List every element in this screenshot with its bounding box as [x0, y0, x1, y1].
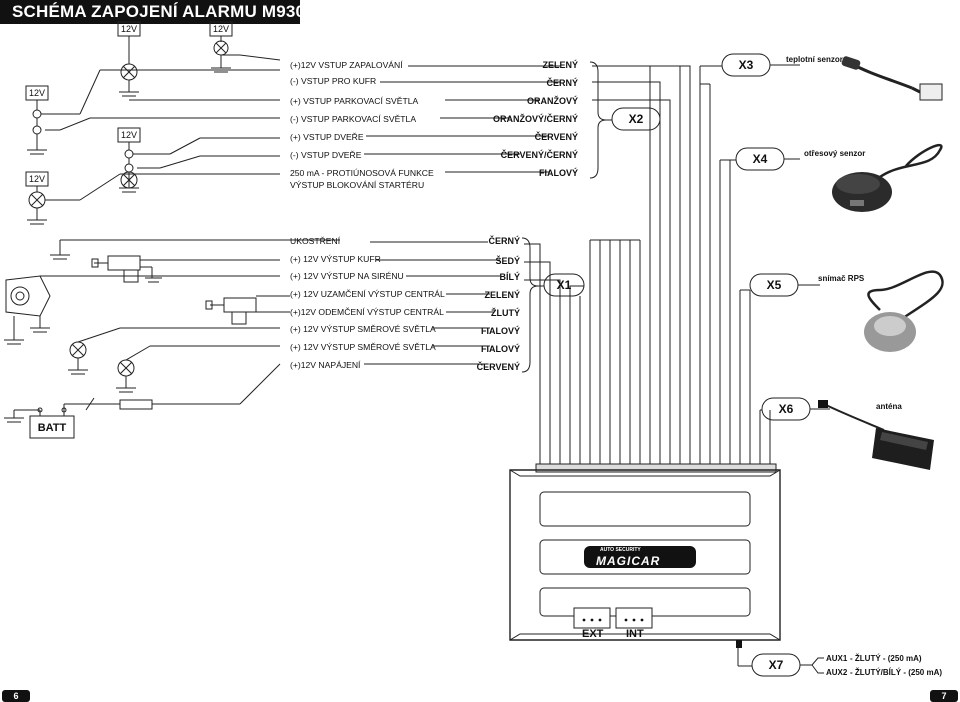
page-number-right: 7	[930, 690, 958, 702]
bottom-harness	[524, 239, 641, 466]
int-port-label: INT	[626, 628, 644, 640]
shock-sensor-label: otřesový senzor	[804, 149, 866, 158]
aux2-desc: - ŽLUTÝ/BÍLÝ - (250 mA)	[850, 668, 943, 677]
voltage-label: 12V	[120, 130, 137, 140]
bottom-wire-color: FIALOVÝ	[480, 326, 520, 336]
bottom-wire-label: (+)12V ODEMČENÍ VÝSTUP CENTRÁL	[290, 307, 444, 317]
rps-sensor-illustration	[864, 270, 944, 352]
temperature-sensor-illustration	[841, 56, 943, 101]
lock-actuator-2	[223, 297, 257, 313]
rps-sensor-label: snímač RPS	[818, 274, 865, 283]
top-wire-color: ORANŽOVÝ/ČERNÝ	[492, 114, 578, 124]
bottom-wire-label: (+) 12V VÝSTUP SMĚROVÉ SVĚTLA	[290, 342, 436, 352]
int-port	[615, 607, 653, 629]
unit-slot-1	[539, 491, 751, 527]
connector-x1-label: X1	[556, 278, 572, 292]
brand-logo: MAGICAR	[596, 554, 661, 568]
bottom-wire-color: ZELENÝ	[484, 290, 520, 300]
top-wire-label: (+)12V VSTUP ZAPALOVÁNÍ	[290, 60, 403, 70]
top-wire-label: VÝSTUP BLOKOVÁNÍ STARTÉRU	[290, 180, 425, 190]
top-wire-color: ZELENÝ	[542, 60, 578, 70]
connector-x1	[543, 273, 585, 297]
page-title: SCHÉMA ZAPOJENÍ ALARMU M9300	[12, 2, 315, 21]
ext-port-label: EXT	[582, 628, 604, 640]
bottom-wire-label: (+) 12V UZAMČENÍ VÝSTUP CENTRÁL	[290, 289, 445, 299]
voltage-label: 12V	[120, 24, 137, 34]
bottom-wire-label: UKOSTŘENÍ	[290, 236, 341, 246]
connector-x6-label: X6	[778, 402, 794, 416]
aux1-name: AUX1	[826, 654, 848, 663]
top-wire-label: (-) VSTUP PARKOVACÍ SVĚTLA	[290, 114, 417, 124]
aux2-name: AUX2	[826, 668, 848, 677]
title-bar: SCHÉMA ZAPOJENÍ ALARMU M9300	[0, 0, 315, 24]
top-wire-label: (+) VSTUP DVEŘE	[290, 132, 364, 142]
voltage-label: 12V	[28, 88, 45, 98]
top-wire-color: ČERVENÝ	[534, 132, 578, 142]
lock-actuator-1	[107, 255, 141, 271]
top-wire-color: FIALOVÝ	[538, 168, 578, 178]
aux1-desc: - ŽLUTÝ - (250 mA)	[850, 654, 922, 663]
connector-x4-label: X4	[752, 152, 768, 166]
fuse	[119, 399, 153, 410]
ext-port	[573, 607, 611, 629]
connector-x3-label: X3	[738, 58, 754, 72]
top-wire-color: ČERNÝ	[546, 78, 578, 88]
unit-slot-2	[539, 539, 751, 575]
battery-label: BATT	[37, 422, 67, 434]
connector-x2-label: X2	[628, 112, 644, 126]
top-wire-color: ČERVENÝ/ČERNÝ	[500, 150, 578, 160]
battery	[29, 415, 75, 439]
brand-tagline: AUTO SECURITY	[600, 547, 641, 553]
bottom-wire-label: (+) 12V VÝSTUP NA SIRÉNU	[290, 271, 404, 281]
antenna-illustration	[818, 400, 934, 470]
page-number-left: 6	[2, 690, 30, 702]
bottom-wire-color: ČERVENÝ	[476, 362, 520, 372]
voltage-label: 12V	[212, 24, 229, 34]
voltage-label: 12V	[28, 174, 45, 184]
top-wire-label: (+) VSTUP PARKOVACÍ SVĚTLA	[290, 96, 419, 106]
top-wire-label: (-) VSTUP PRO KUFR	[290, 76, 377, 86]
bottom-wire-label: (+)12V NAPÁJENÍ	[290, 360, 361, 370]
antenna-label: anténa	[876, 402, 902, 411]
temp-sensor-label: teplotní senzor	[786, 55, 843, 64]
bottom-wire-color: ČERNÝ	[488, 236, 520, 246]
bottom-wire-color: ŽLUTÝ	[491, 308, 520, 318]
bottom-wire-color: BÍLÝ	[499, 272, 520, 282]
connector-x7-label: X7	[768, 658, 784, 672]
bottom-wire-label: (+) 12V VÝSTUP KUFR	[290, 254, 381, 264]
bottom-wire-label: (+) 12V VÝSTUP SMĚROVÉ SVĚTLA	[290, 324, 436, 334]
top-wire-label: 250 mA - PROTIÚNOSOVÁ FUNKCE	[290, 168, 434, 178]
connector-x5-label: X5	[766, 278, 782, 292]
bottom-wire-color: ŠEDÝ	[495, 256, 520, 266]
top-wire-color: ORANŽOVÝ	[526, 96, 578, 106]
top-harness	[592, 65, 771, 466]
shock-sensor-illustration	[832, 144, 943, 212]
brand-plate	[584, 546, 696, 568]
siren	[5, 275, 51, 317]
bottom-wire-color: FIALOVÝ	[480, 344, 520, 354]
top-wire-label: (-) VSTUP DVEŘE	[290, 150, 362, 160]
